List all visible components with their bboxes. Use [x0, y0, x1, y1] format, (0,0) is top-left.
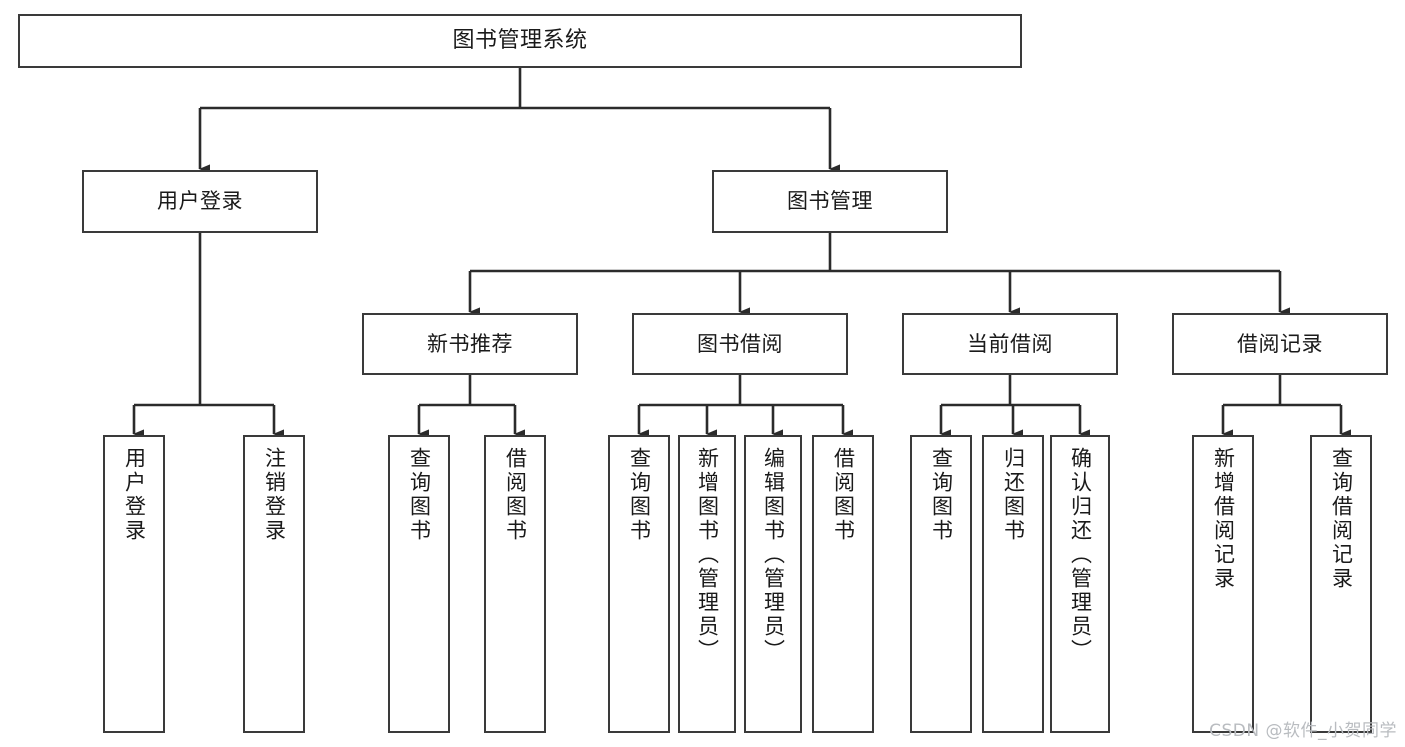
node-leaf-user-login[interactable]: 用户登录: [103, 435, 165, 733]
node-book-manage[interactable]: 图书管理: [712, 170, 948, 233]
node-leaf-return-book[interactable]: 归还图书: [982, 435, 1044, 733]
node-leaf-logout[interactable]: 注销登录: [243, 435, 305, 733]
node-label-current-borrow: 当前借阅: [967, 331, 1053, 356]
node-label-leaf-return-book: 归还图书: [1001, 447, 1026, 543]
node-leaf-borrow-book-1[interactable]: 借阅图书: [484, 435, 546, 733]
node-leaf-borrow-book-2[interactable]: 借阅图书: [812, 435, 874, 733]
node-label-book-manage: 图书管理: [787, 189, 873, 214]
node-label-leaf-user-login: 用户登录: [122, 447, 147, 543]
node-label-book-borrow: 图书借阅: [697, 331, 783, 356]
node-label-leaf-borrow-book-1: 借阅图书: [503, 447, 528, 543]
node-leaf-query-book-2[interactable]: 查询图书: [608, 435, 670, 733]
node-label-leaf-add-record: 新增借阅记录: [1211, 447, 1236, 591]
node-leaf-add-record[interactable]: 新增借阅记录: [1192, 435, 1254, 733]
node-label-borrow-record: 借阅记录: [1237, 331, 1323, 356]
node-label-leaf-add-book: 新增图书（管理员）: [695, 447, 720, 663]
node-leaf-query-book-1[interactable]: 查询图书: [388, 435, 450, 733]
node-borrow-record[interactable]: 借阅记录: [1172, 313, 1388, 375]
node-root[interactable]: 图书管理系统: [18, 14, 1022, 68]
node-label-leaf-confirm-return: 确认归还（管理员）: [1068, 447, 1093, 663]
node-leaf-query-record[interactable]: 查询借阅记录: [1310, 435, 1372, 733]
node-leaf-add-book[interactable]: 新增图书（管理员）: [678, 435, 736, 733]
node-user-login[interactable]: 用户登录: [82, 170, 318, 233]
node-label-user-login: 用户登录: [157, 189, 243, 214]
node-current-borrow[interactable]: 当前借阅: [902, 313, 1118, 375]
node-label-leaf-borrow-book-2: 借阅图书: [831, 447, 856, 543]
node-leaf-confirm-return[interactable]: 确认归还（管理员）: [1050, 435, 1110, 733]
csdn-watermark: CSDN @软件_小贺同学: [1209, 721, 1397, 741]
node-new-book-recommend[interactable]: 新书推荐: [362, 313, 578, 375]
node-label-leaf-edit-book: 编辑图书（管理员）: [761, 447, 786, 663]
node-label-leaf-query-record: 查询借阅记录: [1329, 447, 1354, 591]
node-label-leaf-query-book-3: 查询图书: [929, 447, 954, 543]
node-label-new-book-recommend: 新书推荐: [427, 331, 513, 356]
node-label-leaf-query-book-2: 查询图书: [627, 447, 652, 543]
node-label-root: 图书管理系统: [452, 28, 588, 54]
node-leaf-query-book-3[interactable]: 查询图书: [910, 435, 972, 733]
node-label-leaf-query-book-1: 查询图书: [407, 447, 432, 543]
node-book-borrow[interactable]: 图书借阅: [632, 313, 848, 375]
node-leaf-edit-book[interactable]: 编辑图书（管理员）: [744, 435, 802, 733]
node-label-leaf-logout: 注销登录: [262, 447, 287, 543]
